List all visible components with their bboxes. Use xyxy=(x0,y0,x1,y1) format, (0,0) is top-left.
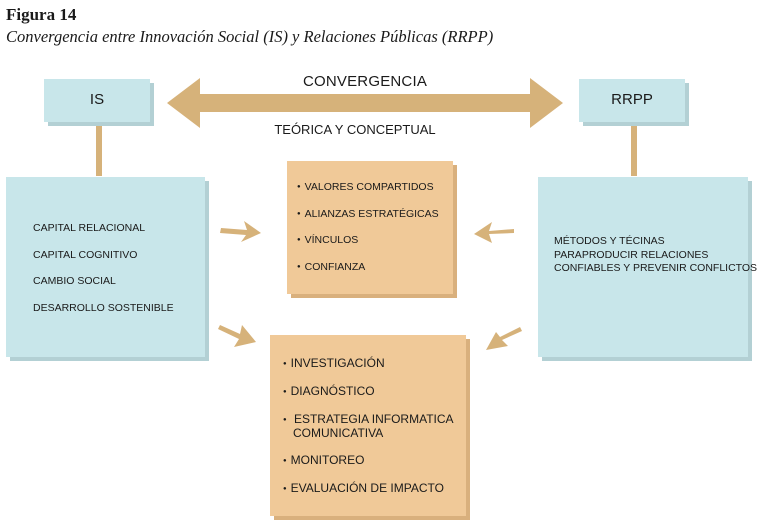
shared-item-confianza: CONFIANZA xyxy=(297,261,439,274)
shared-values-list: VALORES COMPARTIDOS ALIANZAS ESTRATÉGICA… xyxy=(297,181,439,287)
rrpp-content-box xyxy=(538,177,748,357)
rrpp-line-2: PARAPRODUCIR RELACIONES xyxy=(554,248,709,261)
is-item-cambio-social: CAMBIO SOCIAL xyxy=(33,275,116,287)
is-content-box xyxy=(6,177,205,357)
figure-subtitle: Convergencia entre Innovación Social (IS… xyxy=(6,27,494,46)
action-item-evaluacion: EVALUACIÓN DE IMPACTO xyxy=(283,482,454,496)
rrpp-line-3: CONFIABLES Y PREVENIR CONFLICTOS xyxy=(554,262,758,274)
convergence-double-arrow xyxy=(167,78,563,128)
action-item-diagnostico: DIAGNÓSTICO xyxy=(283,385,454,399)
arrow-rrpp-to-actions xyxy=(486,327,522,350)
rrpp-connector-line xyxy=(631,124,637,176)
shared-item-alianzas: ALIANZAS ESTRATÉGICAS xyxy=(297,208,439,221)
is-node-label: IS xyxy=(89,91,105,108)
action-item-estrategia: ESTRATEGIA INFORMATICA COMUNICATIVA xyxy=(283,413,454,440)
is-item-capital-relacional: CAPITAL RELACIONAL xyxy=(33,222,146,234)
is-node: IS xyxy=(44,79,150,122)
arrow-is-to-actions xyxy=(218,325,256,347)
action-item-estrategia-line-2: COMUNICATIVA xyxy=(293,426,384,440)
rrpp-description: MÉTODOS Y TÉCINAS PARAPRODUCIR RELACIONE… xyxy=(554,235,757,276)
action-item-investigacion: INVESTIGACIÓN xyxy=(283,357,454,371)
rrpp-line-1: MÉTODOS Y TÉCINAS xyxy=(554,235,665,247)
shared-item-vinculos: VÍNCULOS xyxy=(297,234,439,247)
is-concepts-list: CAPITAL RELACIONAL CAPITAL COGNITIVO CAM… xyxy=(33,222,174,328)
shared-item-valores: VALORES COMPARTIDOS xyxy=(297,181,439,194)
is-connector-line xyxy=(96,124,102,176)
rrpp-node-label: RRPP xyxy=(611,91,653,108)
convergence-label-bottom: TEÓRICA Y CONCEPTUAL xyxy=(274,122,436,137)
figure-title: Figura 14 xyxy=(6,5,77,24)
arrow-is-to-values xyxy=(220,221,261,242)
convergence-label-top: CONVERGENCIA xyxy=(302,73,428,90)
actions-list: INVESTIGACIÓN DIAGNÓSTICO ESTRATEGIA INF… xyxy=(283,357,454,510)
is-item-desarrollo-sostenible: DESARROLLO SOSTENIBLE xyxy=(33,301,174,314)
arrow-rrpp-to-values xyxy=(474,222,514,243)
action-item-estrategia-line-1: ESTRATEGIA INFORMATICA xyxy=(293,412,454,426)
is-item-capital-cognitivo: CAPITAL COGNITIVO xyxy=(33,248,138,261)
rrpp-node: RRPP xyxy=(579,79,685,122)
action-item-monitoreo: MONITOREO xyxy=(283,454,454,468)
